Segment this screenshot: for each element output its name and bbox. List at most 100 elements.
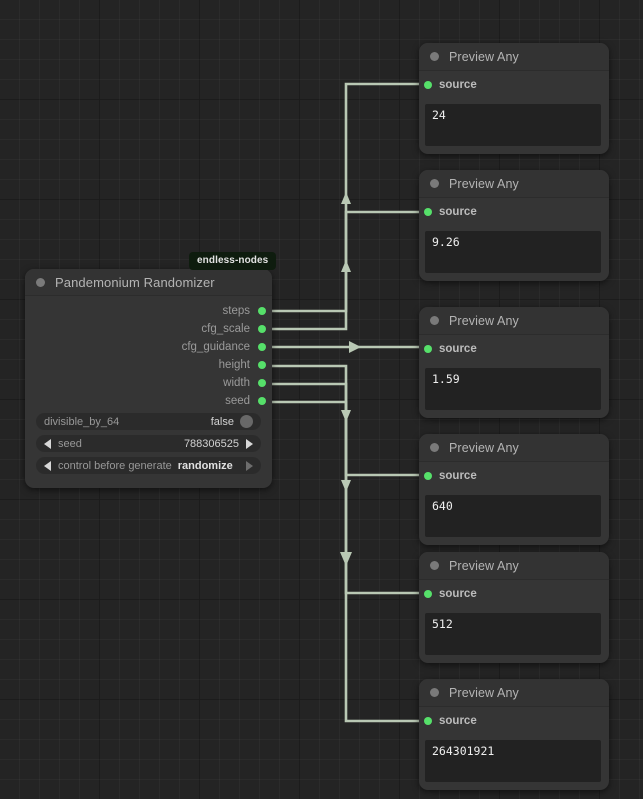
node-header[interactable]: Preview Any [419,552,609,580]
preview-value-text: 9.26 [432,235,460,249]
wire-arrow-down [341,410,351,422]
circle-icon[interactable] [430,443,439,452]
preview-value-box[interactable]: 1.59 [425,368,601,410]
node-title: Preview Any [449,685,519,700]
node-preview-any-4[interactable]: Preview Any source 640 [419,434,609,545]
widget-label: divisible_by_64 [44,415,120,428]
widget-control-before-generate[interactable]: control before generate randomize [36,457,261,474]
output-label: steps [222,305,251,317]
input-label: source [439,342,477,355]
preview-value-text: 264301921 [432,744,495,758]
preview-value-box[interactable]: 264301921 [425,740,601,782]
node-header[interactable]: Pandemonium Randomizer [25,269,272,296]
wire-arrow-up [341,192,351,204]
node-preview-any-6[interactable]: Preview Any source 264301921 [419,679,609,790]
wire-arrow-down [340,552,352,566]
node-title: Preview Any [449,440,519,455]
wire-width [268,382,428,595]
output-label: height [218,359,250,371]
widget-divisible-by-64[interactable]: divisible_by_64 false [36,413,261,430]
widget-value[interactable]: 788306525 [183,437,239,450]
node-header[interactable]: Preview Any [419,679,609,707]
input-port-dot-source[interactable] [424,589,432,598]
node-pandemonium-randomizer[interactable]: endless-nodes Pandemonium Randomizer ste… [25,252,277,488]
widget-value[interactable]: randomize [177,459,233,472]
circle-icon[interactable] [430,688,439,697]
input-port-dot-source[interactable] [424,80,432,89]
output-port-dot-cfg-scale[interactable] [258,325,266,333]
preview-value-box[interactable]: 9.26 [425,231,601,273]
wire-cfg-scale [268,210,428,331]
wire-height [268,364,428,477]
output-port-dot-height[interactable] [258,361,266,369]
input-label: source [439,714,477,727]
widget-seed[interactable]: seed 788306525 [36,435,261,452]
wire-arrow-right [349,341,361,353]
input-label: source [439,205,477,218]
output-row-steps[interactable]: steps [25,302,272,320]
output-row-cfg-scale[interactable]: cfg_scale [25,320,272,338]
node-title: Preview Any [449,49,519,64]
preview-value-box[interactable]: 512 [425,613,601,655]
wire-direction-markers [340,192,361,566]
toggle-knob-icon[interactable] [240,415,253,428]
output-row-height[interactable]: height [25,356,272,374]
preview-value-box[interactable]: 24 [425,104,601,146]
node-header[interactable]: Preview Any [419,434,609,462]
node-title: Pandemonium Randomizer [55,274,215,290]
node-title: Preview Any [449,176,519,191]
arrow-left-icon[interactable] [44,438,51,449]
widget-label: seed [58,437,82,450]
output-port-list: steps cfg_scale cfg_guidance height widt… [25,302,272,410]
arrow-right-icon[interactable] [246,460,253,471]
node-header[interactable]: Preview Any [419,43,609,71]
arrow-left-icon[interactable] [44,460,51,471]
circle-icon[interactable] [430,52,439,61]
node-title: Preview Any [449,558,519,573]
circle-icon[interactable] [430,316,439,325]
node-preview-any-5[interactable]: Preview Any source 512 [419,552,609,663]
input-row-source[interactable]: source [419,198,609,225]
node-header[interactable]: Preview Any [419,170,609,198]
input-row-source[interactable]: source [419,580,609,607]
input-port-dot-source[interactable] [424,344,432,353]
input-label: source [439,78,477,91]
node-preview-any-3[interactable]: Preview Any source 1.59 [419,307,609,418]
node-title: Preview Any [449,313,519,328]
output-label: seed [225,395,250,407]
output-label: width [223,377,250,389]
wire-seed [268,400,428,723]
node-preview-any-1[interactable]: Preview Any source 24 [419,43,609,154]
output-row-width[interactable]: width [25,374,272,392]
preview-value-box[interactable]: 640 [425,495,601,537]
output-port-dot-width[interactable] [258,379,266,387]
wire-steps [268,82,428,313]
input-row-source[interactable]: source [419,335,609,362]
output-port-dot-steps[interactable] [258,307,266,315]
input-port-dot-source[interactable] [424,207,432,216]
widget-label: control before generate [58,459,172,472]
output-row-seed[interactable]: seed [25,392,272,410]
node-preview-any-2[interactable]: Preview Any source 9.26 [419,170,609,281]
widget-list: divisible_by_64 false seed 788306525 con… [36,413,261,479]
input-label: source [439,469,477,482]
circle-icon[interactable] [36,277,45,287]
circle-icon[interactable] [430,561,439,570]
widget-value: false [210,415,234,428]
input-row-source[interactable]: source [419,462,609,489]
input-row-source[interactable]: source [419,707,609,734]
output-port-dot-seed[interactable] [258,397,266,405]
output-row-cfg-guidance[interactable]: cfg_guidance [25,338,272,356]
output-label: cfg_scale [201,323,250,335]
wire-arrow-up [341,260,351,272]
input-port-dot-source[interactable] [424,716,432,725]
input-port-dot-source[interactable] [424,471,432,480]
node-header[interactable]: Preview Any [419,307,609,335]
output-label: cfg_guidance [181,341,250,353]
output-port-dot-cfg-guidance[interactable] [258,343,266,351]
circle-icon[interactable] [430,179,439,188]
preview-value-text: 24 [432,108,446,122]
arrow-right-icon[interactable] [246,438,253,449]
input-row-source[interactable]: source [419,71,609,98]
